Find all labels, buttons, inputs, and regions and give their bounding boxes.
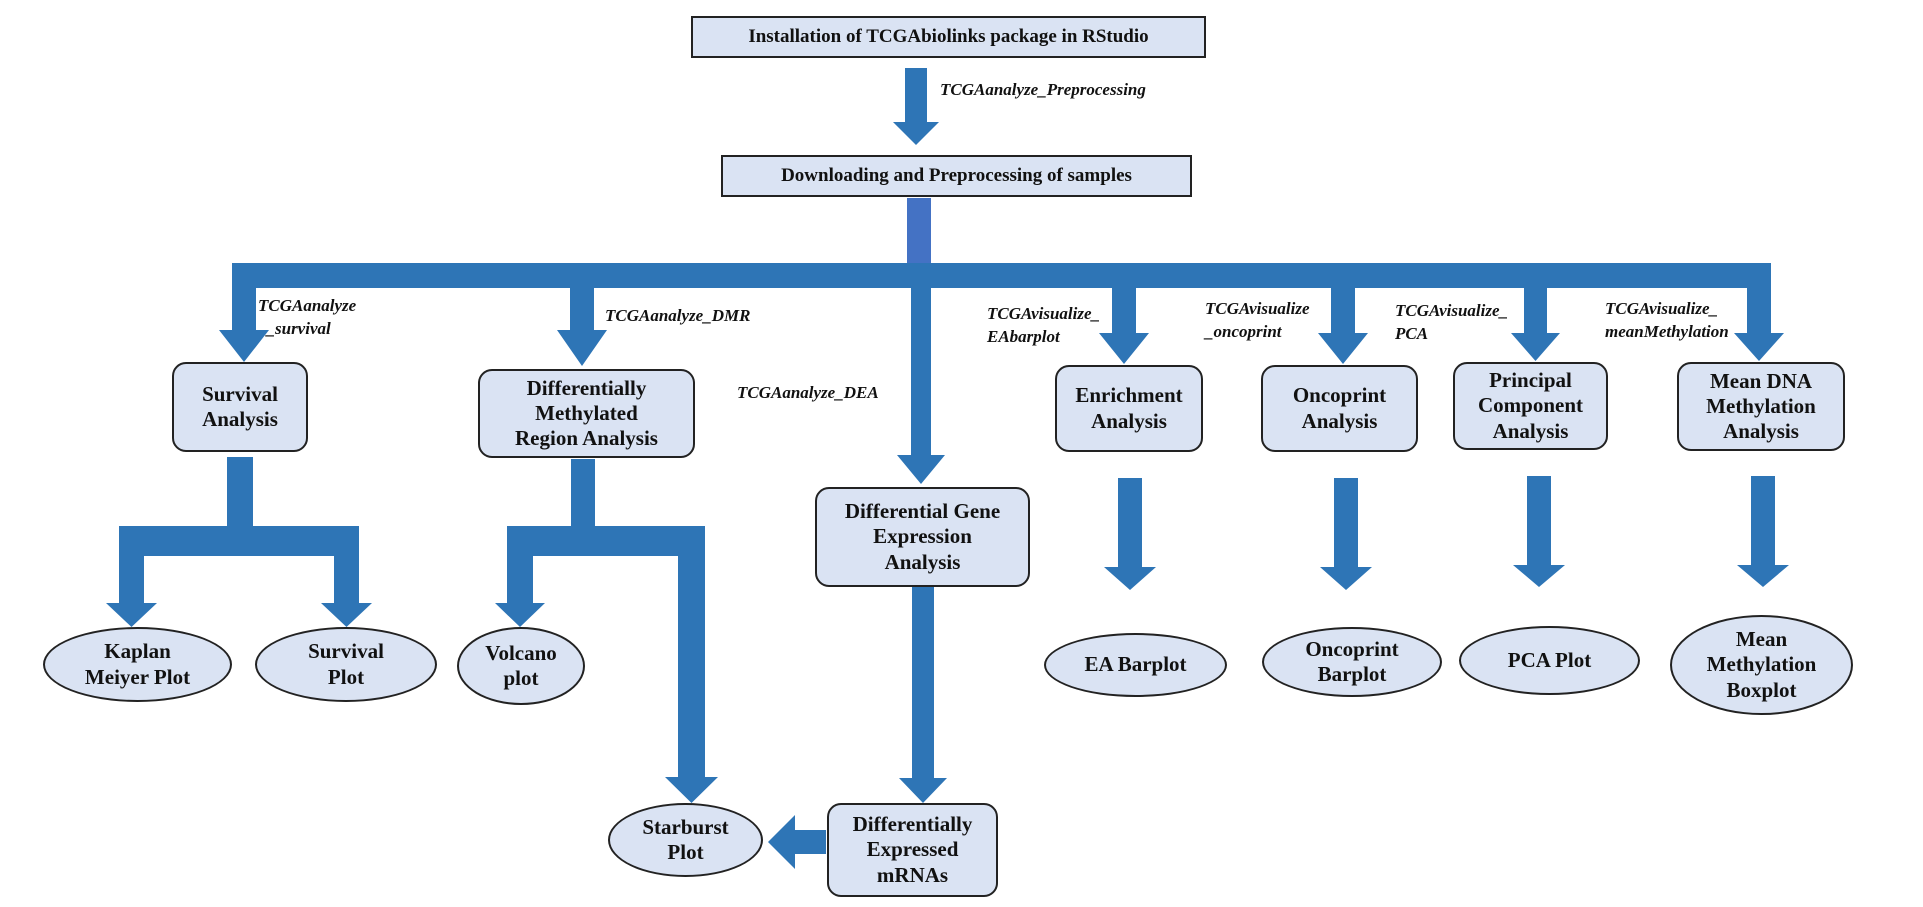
arrow-to-starburst-from-dmr [665,555,718,803]
label-visualize-pca: TCGAvisualize_ PCA [1395,301,1509,343]
pca-plot-ellipse: PCA Plot [1459,626,1640,695]
arrow-stub-download [907,198,931,264]
oncoprint-analysis-box: Oncoprint Analysis [1261,365,1418,452]
arrow-to-mean-boxplot [1737,476,1789,587]
arrow-to-kaplan [106,555,157,627]
label-visualize-meanmethylation: TCGAvisualize_ meanMethylation [1605,299,1729,341]
arrow-to-enrichment [1099,287,1149,364]
arrow-dmr-bar [507,526,705,556]
enrichment-analysis-box: Enrichment Analysis [1055,365,1203,452]
dge-analysis-box: Differential Gene Expression Analysis [815,487,1030,587]
label-preprocessing: TCGAanalyze_Preprocessing [940,80,1146,99]
volcano-plot-ellipse: Volcano plot [457,627,585,705]
arrow-to-ea-barplot [1104,478,1156,590]
arrow-to-meandna [1734,287,1784,361]
arrow-to-pca-plot [1513,476,1565,587]
arrow-install-to-download [893,68,939,145]
label-visualize-oncoprint: TCGAvisualize _oncoprint [1205,299,1310,341]
oncoprint-barplot-ellipse: Oncoprint Barplot [1262,627,1442,697]
arrow-de-mrnas-to-starburst [768,815,826,869]
arrow-to-dge [897,287,945,484]
survival-analysis-box: Survival Analysis [172,362,308,452]
dmr-analysis-box: Differentially Methylated Region Analysi… [478,369,695,458]
kaplan-meier-plot-ellipse: Kaplan Meiyer Plot [43,627,232,702]
arrow-to-survival-plot [321,555,372,627]
download-preprocess-box: Downloading and Preprocessing of samples [721,155,1192,197]
survival-plot-ellipse: Survival Plot [255,627,437,702]
arrow-dmr-stem [571,459,595,527]
arrow-to-oncoprint [1318,287,1368,364]
pca-analysis-box: Principal Component Analysis [1453,362,1608,450]
ea-barplot-ellipse: EA Barplot [1044,633,1227,697]
arrow-survival-bar [119,526,359,556]
label-analyze-survival: TCGAanalyze _survival [258,296,357,338]
arrow-to-survival [219,287,269,362]
arrow-main-bus [232,263,1771,288]
label-analyze-dmr: TCGAanalyze_DMR [605,306,751,325]
label-analyze-dea: TCGAanalyze_DEA [737,383,879,402]
starburst-plot-ellipse: Starburst Plot [608,803,763,877]
arrow-to-oncoprint-barplot [1320,478,1372,590]
mean-dna-methylation-box: Mean DNA Methylation Analysis [1677,362,1845,451]
de-mrnas-box: Differentially Expressed mRNAs [827,803,998,897]
arrow-to-pca [1511,287,1560,361]
arrow-to-dmr [557,287,607,366]
mean-methylation-boxplot-ellipse: Mean Methylation Boxplot [1670,615,1853,715]
arrow-to-volcano [495,555,545,627]
install-tcgabiolinks-box: Installation of TCGAbiolinks package in … [691,16,1206,58]
label-visualize-eabarplot: TCGAvisualize_ EAbarplot [987,304,1101,346]
arrow-to-de-mrnas [899,587,947,803]
arrow-survival-stem [227,457,253,527]
